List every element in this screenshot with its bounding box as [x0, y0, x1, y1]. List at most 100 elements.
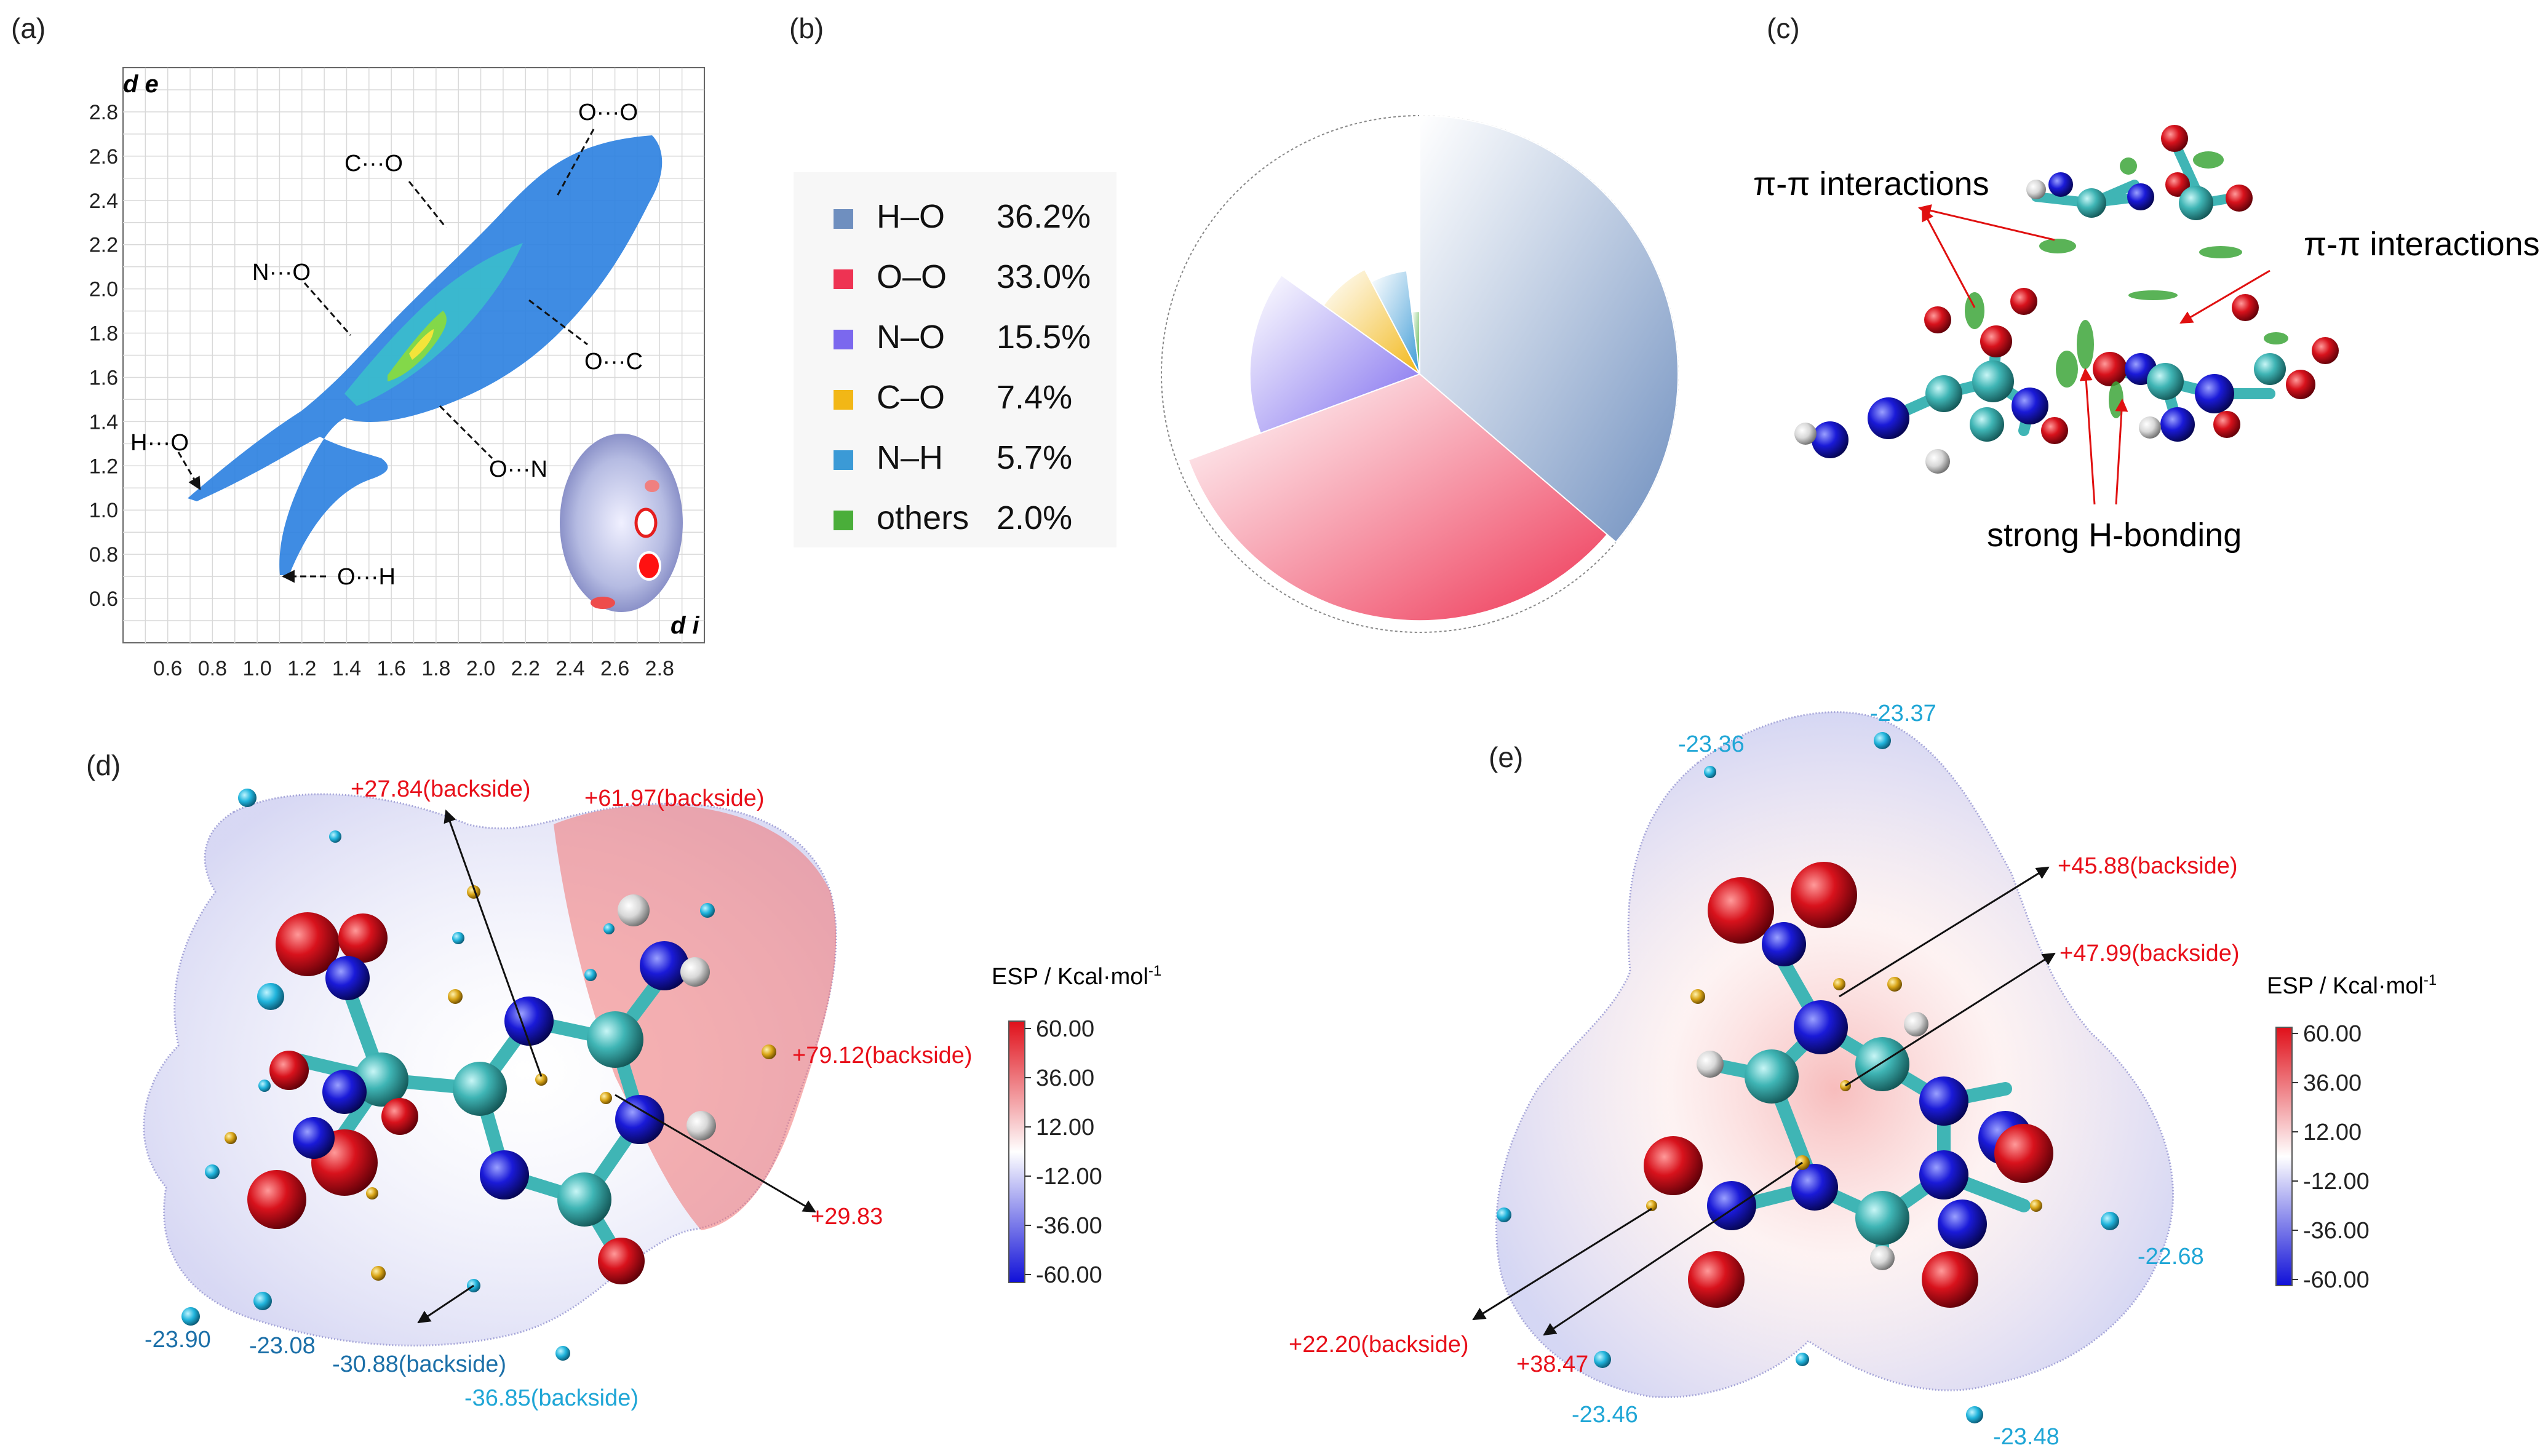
atom [2165, 172, 2190, 197]
atom [2160, 407, 2195, 442]
colorbar-title-superscript: -1 [2424, 972, 2437, 989]
colorbar-tick-label: 36.00 [2303, 1070, 2362, 1096]
esp-value: +38.47 [1516, 1351, 1588, 1377]
atom [1745, 1049, 1799, 1104]
annotation-leader [555, 129, 595, 197]
colorbar-tick-label: -36.00 [1036, 1213, 1102, 1239]
atom [2139, 416, 2161, 439]
atom [1794, 423, 1817, 445]
y-tick-label: 1.8 [89, 322, 118, 346]
callout-arrow [1472, 1207, 1652, 1321]
panel-label-e: (e) [1489, 741, 1523, 773]
pie-slice-c-o [1323, 268, 1420, 375]
x-tick-label: 2.4 [555, 657, 584, 680]
colorbar-e: ESP / Kcal·mol-1 60.0036.0012.00-12.00-3… [2267, 972, 2437, 1293]
esp-value: +22.20(backside) [1289, 1332, 1469, 1358]
legend-label: H–O [877, 198, 945, 235]
atom [1970, 407, 2004, 442]
colorbar-tick-label: -12.00 [1036, 1164, 1102, 1190]
callout-arrow [417, 1284, 474, 1324]
atom [2048, 172, 2073, 197]
x-tick-label: 2.6 [600, 657, 629, 680]
panel-label-c: (c) [1767, 12, 1800, 44]
x-tick-label: 1.6 [377, 657, 406, 680]
nci-panel: π-π interactions π-π interactions strong… [1753, 125, 2540, 554]
esp-value: -23.37 [1870, 701, 1936, 726]
legend-box [794, 172, 1116, 547]
x-axis-label: d i [671, 612, 700, 639]
x-tick-label: 1.2 [287, 657, 316, 680]
atom [557, 1172, 611, 1227]
atom [293, 1117, 335, 1159]
legend-swatch [834, 330, 853, 349]
callout-arrow [615, 1094, 816, 1213]
annotation-leader [528, 299, 588, 346]
atom [615, 1095, 664, 1144]
esp-value: +27.84(backside) [351, 776, 531, 802]
y-tick-label: 2.2 [89, 234, 118, 257]
atom [1922, 1251, 1978, 1308]
y-tick-label: 2.0 [89, 278, 118, 301]
atom [2286, 370, 2315, 399]
atom [257, 983, 284, 1010]
atom [2026, 180, 2046, 199]
atom [2226, 185, 2253, 212]
esp-map-e: -23.36 -23.37 +45.88(backside) +47.99(ba… [1289, 701, 2437, 1450]
fingerprint-hotspot [409, 329, 434, 360]
callout-arrow [444, 810, 543, 1077]
colorbar-title-superscript: -1 [1148, 963, 1161, 979]
annotation-label: O···O [578, 100, 638, 125]
esp-value: +29.83 [811, 1204, 883, 1230]
atom [1925, 449, 1950, 474]
legend-label: C–O [877, 379, 945, 416]
colorbar-d: ESP / Kcal·mol-1 60.0036.0012.00-12.00-3… [992, 963, 1161, 1288]
atom [2077, 188, 2106, 218]
atom [2010, 288, 2037, 315]
hirshfeld-surface [560, 434, 683, 612]
atom [2179, 186, 2213, 220]
atom [247, 1170, 306, 1229]
y-tick-label: 2.6 [89, 145, 118, 169]
esp-value: -22.68 [2138, 1244, 2204, 1270]
atom [1938, 1199, 1987, 1249]
atom [1707, 1181, 1756, 1230]
legend-value: 7.4% [997, 379, 1072, 416]
atom [338, 913, 388, 963]
annotation-leader [177, 452, 201, 490]
nci-surfaces [1965, 151, 2288, 418]
pie-slice-h-o [1419, 114, 1679, 543]
esp-value: +45.88(backside) [2058, 853, 2238, 879]
atom [2041, 417, 2068, 444]
pi-pi-arrow [1921, 208, 1976, 308]
legend-label: O–O [877, 258, 947, 295]
atom [2093, 352, 2127, 386]
contact-spot [637, 551, 661, 581]
colorbar-tick-label: -12.00 [2303, 1169, 2370, 1195]
y-tick-label: 1.4 [89, 410, 118, 434]
atom [1980, 325, 2012, 357]
colorbar-tick-label: 60.00 [1036, 1016, 1094, 1042]
atom [1919, 1076, 1968, 1126]
atom [686, 1111, 716, 1140]
colorbar-tick-label: 36.00 [1036, 1065, 1094, 1091]
x-tick-label: 2.0 [466, 657, 495, 680]
colorbar-title-text: ESP / Kcal·mol [2267, 973, 2424, 999]
atom [618, 894, 650, 926]
pi-pi-label: π-π interactions [1753, 165, 1989, 202]
atom [1972, 360, 2014, 402]
esp-value: +61.97(backside) [584, 786, 765, 811]
atom [587, 1011, 643, 1068]
annotation-label: O···N [489, 456, 547, 482]
esp-surface [1495, 711, 2174, 1399]
atom [322, 1070, 367, 1114]
atom [453, 1062, 507, 1116]
colorbar-title: ESP / Kcal·mol-1 [2267, 972, 2437, 999]
legend-label: others [877, 499, 969, 536]
atom [1868, 397, 1909, 439]
y-tick-label: 0.8 [89, 543, 118, 567]
colorbar-gradient [1008, 1020, 1025, 1283]
